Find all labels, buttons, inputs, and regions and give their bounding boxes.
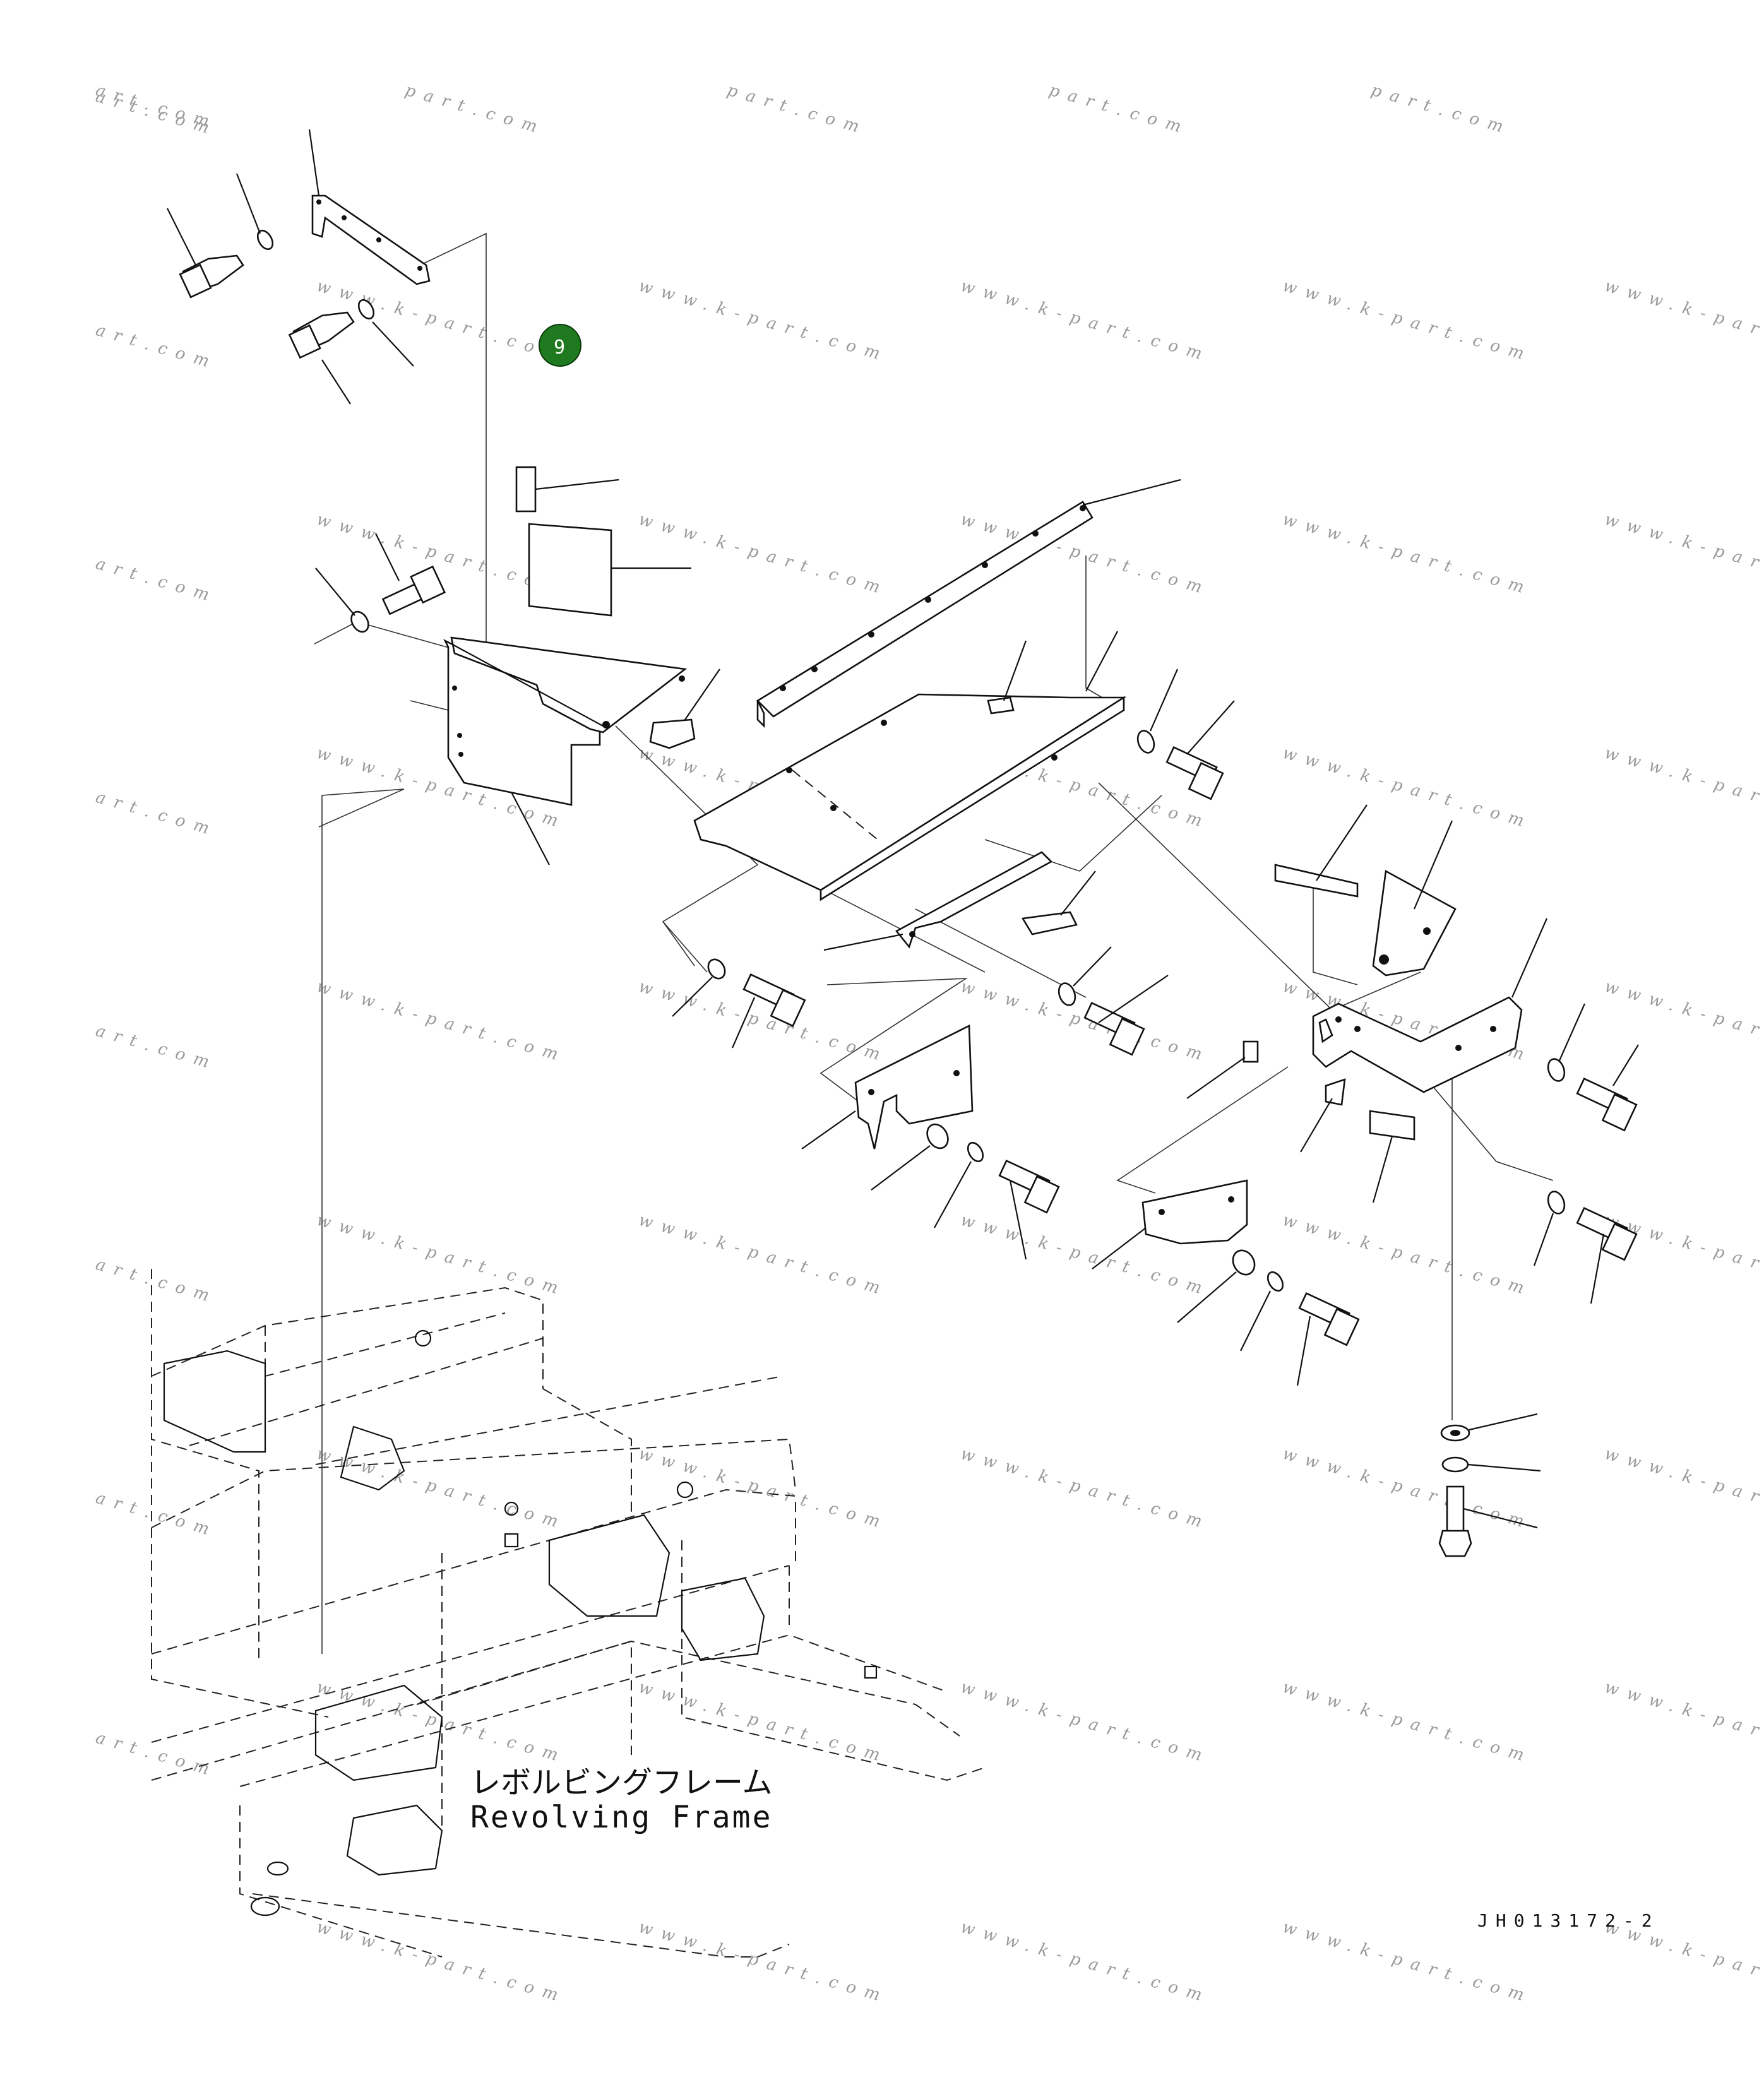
cover-plate — [854, 1024, 974, 1150]
watermark-text: www.k-part.com — [1280, 744, 1535, 833]
pad-square — [987, 696, 1015, 715]
watermark-text: www.k-part.com — [1602, 510, 1764, 600]
watermark-text: www.k-part.com — [1280, 1211, 1535, 1300]
frame-label-english: Revolving Frame — [470, 1800, 772, 1835]
bolt — [288, 311, 355, 405]
watermark-text: www.k-part.com — [1602, 977, 1764, 1067]
drawing-code: JH013172-2 — [1477, 1910, 1660, 1931]
lower-plate-group — [1092, 1179, 1360, 1386]
triangle-bracket — [450, 636, 688, 734]
wedge — [1325, 1078, 1346, 1106]
watermark-text: art.com — [93, 554, 220, 607]
frame-label-japanese: レボルビングフレーム — [470, 1765, 773, 1800]
watermark-text: www.k-part.com — [1280, 276, 1535, 366]
washer — [1266, 1271, 1284, 1292]
watermark-text: www.k-part.com — [958, 1678, 1213, 1768]
watermark-text: www.k-part.com — [1280, 1918, 1535, 2007]
washer — [1136, 730, 1155, 754]
watermark-text: www.k-part.com — [636, 510, 891, 600]
bolt — [1576, 1206, 1638, 1304]
washer — [1547, 1058, 1566, 1082]
watermark-text: art.com — [93, 1728, 220, 1781]
lower-plate — [1141, 1179, 1248, 1245]
bolt — [998, 1159, 1060, 1260]
watermark-text: part.com — [1369, 81, 1514, 139]
bolt — [1165, 700, 1235, 800]
watermark-text: part.com — [1047, 81, 1192, 139]
bolt — [1296, 1292, 1360, 1386]
watermark-text: www.k-part.com — [314, 1211, 569, 1300]
watermark-text: art.com — [93, 1021, 220, 1074]
watermark-text: www.k-part.com — [1602, 1678, 1764, 1768]
bolt — [731, 973, 806, 1049]
watermark-text: www.k-part.com — [1602, 1444, 1764, 1534]
long-rail — [756, 501, 1094, 718]
washer — [1547, 1191, 1566, 1215]
pad-large — [528, 523, 612, 617]
bolt — [1083, 975, 1169, 1056]
washer — [1441, 1456, 1469, 1473]
watermark-text: www.k-part.com — [1602, 276, 1764, 366]
watermark-text: www.k-part.com — [1280, 1678, 1535, 1768]
tray-group — [693, 478, 1235, 901]
pad-flat — [1021, 911, 1078, 936]
bolt — [375, 533, 446, 615]
cover-plate-group — [801, 1024, 1060, 1260]
watermark-text: www.k-part.com — [1280, 510, 1535, 600]
watermark-text: www.k-part.com — [636, 1918, 891, 2007]
tray — [693, 693, 1127, 891]
watermark-text: www.k-part.com — [636, 1678, 891, 1768]
revolving-frame — [151, 1269, 986, 1958]
collar — [926, 1123, 949, 1150]
watermark-text: www.k-part.com — [636, 1211, 891, 1300]
angle-bracket — [1372, 869, 1457, 977]
watermark-text: art.com — [93, 1255, 220, 1308]
left-panel-group — [315, 466, 720, 865]
watermark-text: www.k-part.com — [958, 1444, 1213, 1534]
support-bracket — [1312, 996, 1523, 1093]
washer — [707, 958, 726, 980]
watermark-text: www.k-part.com — [1280, 1444, 1535, 1534]
short-rail — [895, 851, 1053, 949]
watermark-text: www.k-part.com — [636, 1444, 891, 1534]
pad-block — [1369, 1110, 1415, 1141]
watermark-text: www.k-part.com — [958, 276, 1213, 366]
watermark-text: www.k-part.com — [1602, 744, 1764, 833]
watermark-text: www.k-part.com — [958, 977, 1213, 1067]
vertical-bolt-stack — [1438, 1413, 1541, 1557]
assembly-guide-lines — [314, 232, 1554, 1654]
callout-badge-label: 9 — [554, 336, 565, 359]
watermark-text: art.com — [93, 1489, 220, 1542]
watermark-text: art.com — [93, 788, 220, 841]
watermark-text: www.k-part.com — [314, 977, 569, 1067]
right-bracket-group — [1186, 804, 1639, 1304]
washer — [967, 1141, 984, 1163]
wedge-pad — [649, 718, 696, 749]
watermark-text: www.k-part.com — [636, 276, 891, 366]
washer — [1058, 982, 1076, 1006]
callout-badge-9[interactable]: 9 — [539, 324, 581, 367]
watermark-text: www.k-part.com — [1602, 1918, 1764, 2007]
watermark-text: part.com — [725, 81, 870, 139]
washer — [350, 610, 369, 633]
block — [1243, 1040, 1259, 1063]
watermark-text: art.com — [93, 321, 220, 374]
watermark-text: www.k-part.com — [958, 1918, 1213, 2007]
watermark-text: part.com — [403, 81, 548, 139]
bolt-vertical — [1438, 1485, 1538, 1557]
bolt — [1576, 1044, 1639, 1132]
collar — [1232, 1249, 1256, 1276]
washer — [256, 229, 274, 251]
pad-small — [515, 466, 537, 513]
mid-rail-group — [672, 851, 1169, 1056]
upper-bracket-group — [167, 129, 431, 405]
upper-bracket — [311, 194, 431, 285]
washer — [357, 299, 375, 320]
bolt — [167, 208, 244, 299]
